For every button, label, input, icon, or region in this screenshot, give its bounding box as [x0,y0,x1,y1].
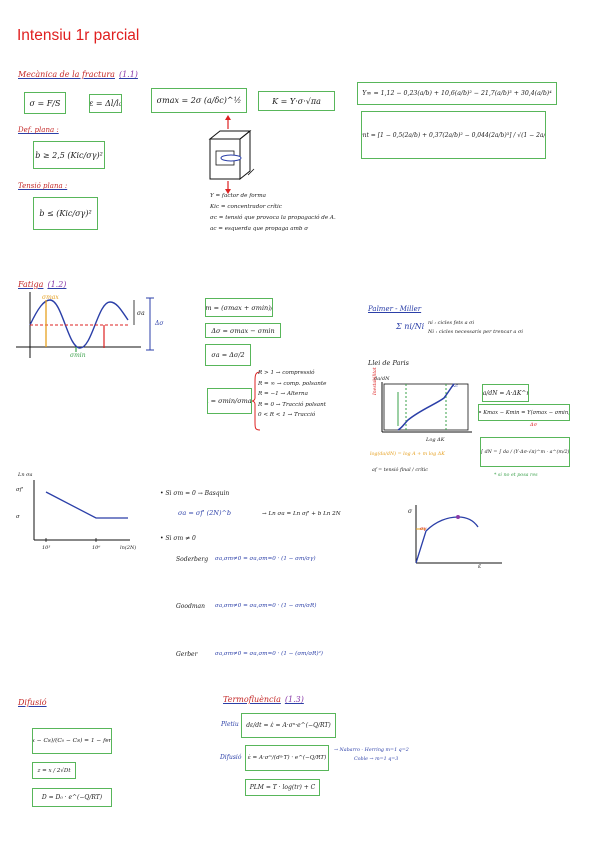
palmer-notes: ni : cicles fets a σi Ni : cicles necess… [428,320,523,335]
formula-sigma-a: σa = Δσ/2 [205,344,251,366]
r-case-1: R = ∞ → comp. polsante [258,380,327,387]
fatigue-ref: (1.2) [47,280,67,289]
basquin-case: • Si σm = 0 → Basquin [160,490,230,497]
palmer-note-1: Ni : cicles necessaris per trencar a σi [428,329,524,335]
formula-paris: da/dN = A·ΔK^m [482,384,529,402]
formula-difus: ε̇ = A·σᵐ/(dᵍ·T) · e^(−Q/RT) [245,745,329,771]
formula-delta-sigma: Δσ = σmax − σmin [205,323,281,338]
r-case-0: R > 1 → compressió [258,370,315,376]
fatigue-heading: Fatiga(1.2) [18,280,66,289]
r-cases-list: R > 1 → compressió R = ∞ → comp. polsant… [258,370,326,418]
criterion-gerber-name: Gerber [176,651,198,658]
palmer-note-0: ni : cicles fets a σi [428,320,475,326]
sn-axis-y: Ln σa [18,472,33,478]
mean-case: • Si σm ≠ 0 [160,535,196,542]
r-case-2: R = −1 → Alterna [258,391,308,397]
label-sigma-min: σmin [70,352,86,359]
stress-axis-x: ε [478,563,482,570]
formula-plm: PLM = T · log(tr) + C [245,779,320,796]
formula-y-inf: Y∞ = 1,12 − 0,23(a/b) + 10,6(a/b)² − 21,… [357,82,557,105]
criterion-soderberg-name: Soderberg [176,556,209,563]
legend-ac: ac = esquerda que propaga amb σ [210,226,309,232]
def-plana-label: Def. plana : [18,126,59,134]
paris-axis-x: Log ΔK [426,437,445,443]
formula-def-plana: b ≥ 2,5 (Kic/σγ)² [33,141,105,169]
formula-r: R = σmin/σmax [207,388,252,414]
sn-label-bottom: σ [16,514,20,520]
formula-z: z = x / 2√Dt [32,762,76,779]
sn-label-x2: 10⁶ [92,545,101,551]
paris-log: log(da/dN) = log A + m log ΔK [370,452,445,457]
criterion-goodman-formula: σa,σm≠0 = σa,σm=0 · (1 − σm/σR) [215,603,317,609]
criterion-gerber-formula: σa,σm≠0 = σa,σm=0 · (1 − (σm/σR)²) [215,651,323,657]
paris-heading: Llei de Paris [368,359,409,367]
legend-y: Y = factor de forma [210,193,266,199]
fracture-heading-text: Mecànica de la fractura [18,70,115,79]
fatigue-cycle-graph [16,292,154,358]
paris-axis-y: da/dN [374,376,390,382]
stress-axis-y: σ [408,508,413,515]
difus-notes: → Nabarro - Herring m=1 q=2 Coble → m=1 … [334,748,409,762]
basquin-log: → Ln σa = Ln σf' + b Ln 2N [262,511,341,517]
criterion-soderberg-formula: σa,σm≠0 = σa,σm=0 · (1 − σm/σγ) [215,556,316,562]
paris-curve-graph [381,382,472,433]
label-sigma-max: σmax [42,294,59,301]
specimen-crack-diagram [208,115,255,194]
paris-note-green: * si no et posa res [494,473,538,478]
formula-paris-integral: ∫ dN = ∫ da / (Y·Δσ·√π)^m · a^(m/2) [480,437,570,467]
fracture-heading: Mecànica de la fractura(1.1) [18,70,138,79]
stress-sigma-y: σγ [420,526,427,532]
difus-note-1: Coble → m=1 q=3 [354,757,399,762]
formula-sigma-m: σm = (σmax + σmin)/2 [205,298,273,317]
page-title: Intensiu 1r parcial [17,27,140,44]
r-case-3: R = 0 → Tracció polsant [258,401,326,408]
sn-curve-graph [33,480,130,542]
label-sigma-a: σa [137,310,145,317]
creep-heading-text: Termofluència [223,695,281,704]
formula-delta-k: ΔK = Kmax − Kmin = Y(σmax − σmin)√πa [478,404,570,421]
pletiu-label: Pletiu [221,721,239,728]
formula-fick: (Cx − Cs)/(C₀ − Cs) = 1 − fer(z) [32,728,112,754]
paris-right-label: Kc [452,384,458,389]
sn-label-top: σf' [16,487,24,493]
formula-stress: σ = F/S [24,92,66,114]
diffusion-heading: Difusió [18,698,47,707]
basquin-formula: σa = σf' (2N)^b [178,509,232,517]
creep-ref: (1.3) [284,695,304,704]
legend-sigma-c: σc = tensió que provoca la propagació de… [210,215,336,221]
r-case-4: 0 < R < 1 → Tracció [258,412,316,418]
formula-strain: ε = Δl/l₀ [89,94,122,113]
creep-heading: Termofluència(1.3) [223,695,304,704]
difus-label: Difusió [220,754,242,761]
r-cases-brace [251,371,261,431]
paris-note-af: af = tensió final / crític [372,468,428,473]
label-delta-sigma: Δσ [155,320,164,327]
formula-pletiu: dε/dt = ε̇ = A·σⁿ·e^(−Q/RT) [241,713,336,738]
palmer-heading: Palmer - Miller [368,305,422,313]
formula-k: K = Y·σ·√πa [258,91,335,111]
sn-label-x1: 10³ [42,545,51,551]
fatigue-heading-text: Fatiga [18,280,44,289]
formula-sigma-max: σmax = 2σ (a/δc)^½ [151,88,247,113]
sn-label-x3: ln(2N) [120,545,137,551]
tensio-plana-label: Tensió plana : [18,182,68,190]
formula-tensio-plana: b ≤ (Kic/σγ)² [33,197,98,230]
palmer-formula: Σ ni/Ni [396,322,425,331]
fracture-legend: Y = factor de forma Kic = concentrador c… [210,193,336,232]
paris-left-label: Inestabilitat [373,367,378,395]
criterion-goodman-name: Goodman [176,603,205,610]
fracture-ref: (1.1) [118,70,138,79]
paris-delta-sigma-label: Δσ [530,422,538,428]
formula-y-cnt: Ycnt = [1 − 0,5(2a/b) + 0,37(2a/b)² − 0,… [361,111,546,159]
difus-note-0: → Nabarro - Herring m=1 q=2 [334,748,409,753]
legend-kic: Kic = concentrador crític [210,204,282,210]
stress-strain-graph [415,505,502,564]
formula-diffusivity: D = D₀ · e^(−Q/RT) [32,788,112,807]
